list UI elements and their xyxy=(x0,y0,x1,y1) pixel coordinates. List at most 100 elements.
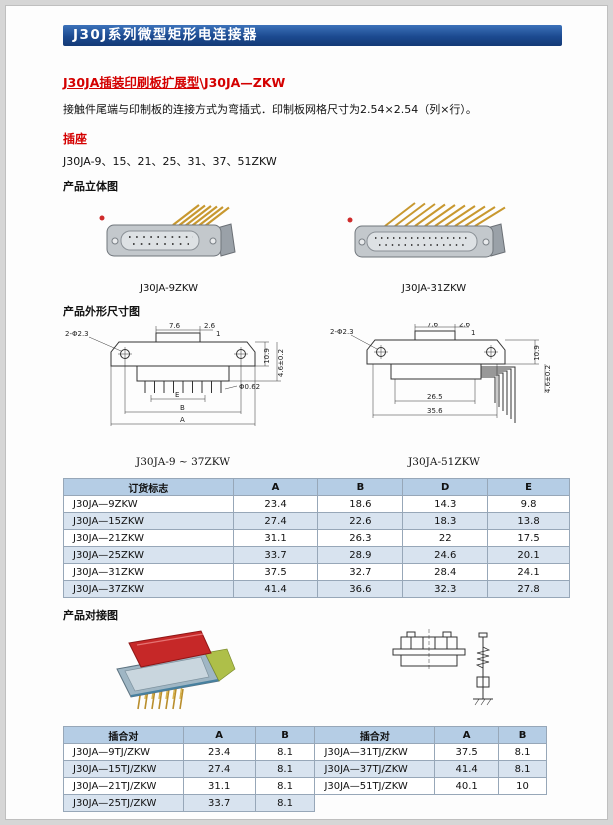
red-protective-cap xyxy=(128,630,212,668)
mating_table-cell: 8.1 xyxy=(498,760,547,778)
dim-label: 4.6±0.2 xyxy=(277,349,285,377)
mating_table-cell: 10 xyxy=(498,777,547,795)
dim_table-cell: J30JA—31ZKW xyxy=(63,563,234,581)
mating_table-header-cell: B xyxy=(254,726,316,744)
mating_table-cell xyxy=(434,794,499,812)
dim_table-cell: 22 xyxy=(402,529,489,547)
dim_table-cell: J30JA—37ZKW xyxy=(63,580,234,598)
dim_table-cell: 41.4 xyxy=(232,580,319,598)
dim_table-cell: 28.4 xyxy=(402,563,489,581)
dim_table-header-cell: A xyxy=(232,478,319,496)
mating-photo xyxy=(101,629,261,717)
mating_table-cell: J30JA—15TJ/ZKW xyxy=(63,760,184,778)
dim_table-cell: 24.1 xyxy=(487,563,570,581)
dim_table-header-cell: 订货标志 xyxy=(63,478,234,496)
mating-diagram xyxy=(392,629,493,706)
product-photo-right: J30JA-31ZKW xyxy=(329,198,539,294)
section-title-main: J30JA插装印刷板扩展型 xyxy=(63,75,200,90)
outline-caption-right: J30JA-51ZKW xyxy=(408,456,480,468)
dim_table-header-cell: E xyxy=(487,478,570,496)
dim-label: 1 xyxy=(216,330,220,338)
mating_table-header-cell: 插合对 xyxy=(314,726,436,744)
dim_table-cell: J30JA—9ZKW xyxy=(63,495,234,513)
mating-heading: 产品对接图 xyxy=(63,609,118,622)
mating_table-header-cell: 插合对 xyxy=(63,726,184,744)
dim_table-cell: 13.8 xyxy=(487,512,570,530)
dim_table-cell: 24.6 xyxy=(402,546,489,564)
dim-label: 2.6 xyxy=(204,323,216,330)
dim-label: 1 xyxy=(471,329,475,337)
dim_table-cell: 31.1 xyxy=(232,529,319,547)
dim_table-cell: 27.4 xyxy=(232,512,319,530)
dim_table-cell: 26.3 xyxy=(317,529,404,547)
dim-label: E xyxy=(175,391,179,399)
red-marker-dot xyxy=(347,217,353,223)
outline-drawings: 7.6 2.6 1 2-Φ2.3 10.9 4.6±0.2 Φ0.62 E B … xyxy=(63,319,563,469)
datasheet-page: J30J系列微型矩形电连接器 J30JA插装印刷板扩展型\J30JA—ZKW 接… xyxy=(5,5,608,820)
dim_table-cell: 32.7 xyxy=(317,563,404,581)
page-title: J30J系列微型矩形电连接器 xyxy=(73,27,258,43)
mating_table-cell: J30JA—21TJ/ZKW xyxy=(63,777,184,795)
mating_table-cell: 8.1 xyxy=(254,777,316,795)
models-list: J30JA-9、15、21、25、31、37、51ZKW xyxy=(63,155,277,168)
dim_table-cell: J30JA—21ZKW xyxy=(63,529,234,547)
dim-label: 10.9 xyxy=(263,348,271,364)
dim_table-header-cell: B xyxy=(317,478,404,496)
dim_table-header-cell: D xyxy=(402,478,489,496)
outline-diagram-9-37zkw: 7.6 2.6 1 2-Φ2.3 10.9 4.6±0.2 Φ0.62 E B … xyxy=(65,322,285,426)
connector-9zkw-image xyxy=(99,204,236,257)
dim_table-cell: 18.3 xyxy=(402,512,489,530)
socket-heading: 插座 xyxy=(63,132,88,146)
dim_table-cell: 9.8 xyxy=(487,495,570,513)
view3d-heading: 产品立体图 xyxy=(63,180,118,193)
dim-label: 10.9 xyxy=(533,345,541,361)
intro-text: 接触件尾端与印制板的连接方式为弯插式．印制板网格尺寸为2.54×2.54（列×行… xyxy=(63,103,477,116)
page-header-banner: J30J系列微型矩形电连接器 xyxy=(63,25,562,46)
gold-pins xyxy=(384,202,506,227)
dim_table-cell: 20.1 xyxy=(487,546,570,564)
dim-label: 4.6±0.2 xyxy=(544,365,552,393)
outline-heading: 产品外形尺寸图 xyxy=(63,305,140,318)
dim_table-cell: J30JA—25ZKW xyxy=(63,546,234,564)
connector-31zkw-image xyxy=(347,202,506,258)
mating_table-cell: 37.5 xyxy=(434,743,500,761)
dim_table-cell: 23.4 xyxy=(232,495,319,513)
dim-label: 2.6 xyxy=(459,323,471,329)
mating_table-header-cell: A xyxy=(434,726,500,744)
page-content: J30JA插装印刷板扩展型\J30JA—ZKW 接触件尾端与印制板的连接方式为弯… xyxy=(63,72,570,812)
mating-drawing xyxy=(377,629,507,717)
dim-label: 26.5 xyxy=(427,393,443,401)
outline-drawing-right: 7.6 2.6 1 2-Φ2.3 10.9 4.6±0.2 26.5 35.6 … xyxy=(329,321,559,469)
dim_table-cell: 17.5 xyxy=(487,529,570,547)
dim-label: Φ0.62 xyxy=(239,383,260,391)
mating_table-header-cell: B xyxy=(498,726,547,744)
mating_table-cell: 8.1 xyxy=(254,760,316,778)
dim_table-cell: 18.6 xyxy=(317,495,404,513)
dim_table-cell: 32.3 xyxy=(402,580,489,598)
photo-caption-left: J30JA-9ZKW xyxy=(140,283,198,294)
mating_table-header-cell: A xyxy=(182,726,256,744)
dim-label: 2-Φ2.3 xyxy=(65,330,89,338)
mating_table-cell: 8.1 xyxy=(254,743,316,761)
dim-label: A xyxy=(180,416,185,424)
dim_table-cell: 36.6 xyxy=(317,580,404,598)
mating_table-cell: 8.1 xyxy=(498,743,547,761)
outline-caption-left: J30JA-9 ~ 37ZKW xyxy=(136,456,230,468)
dim-label: 35.6 xyxy=(427,407,443,415)
mating_table-cell: 41.4 xyxy=(434,760,500,778)
mating_table-cell: J30JA—31TJ/ZKW xyxy=(314,743,436,761)
dim_table-cell: 14.3 xyxy=(402,495,489,513)
